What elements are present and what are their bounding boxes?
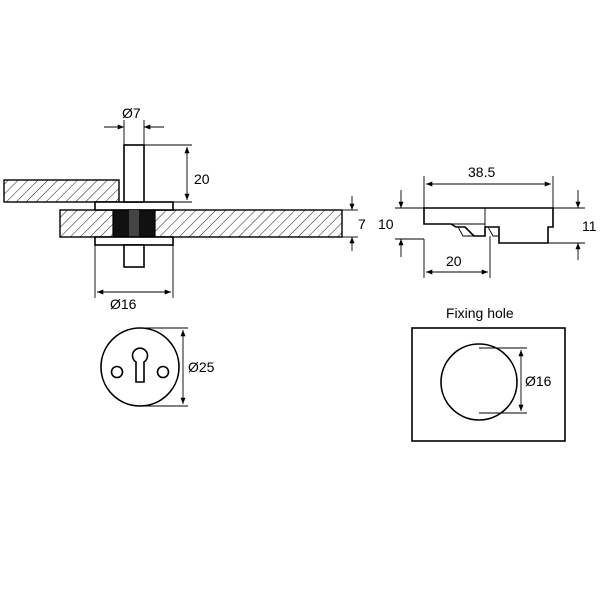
cap-diameter-label: Ø25 (188, 359, 215, 375)
side-height-right-label: 11 (582, 218, 597, 234)
fixing-hole-title: Fixing hole (446, 305, 514, 321)
insert-core (129, 210, 139, 237)
side-offset-label: 20 (446, 253, 462, 269)
bottom-washer (94, 236, 174, 246)
side-height-left-label: 10 (378, 216, 394, 232)
section-view: Ø7 20 7 Ø16 (3, 105, 366, 312)
side-view: 38.5 10 11 20 (378, 164, 597, 278)
pin-diameter-label: Ø7 (122, 105, 141, 121)
upper-panel (3, 179, 120, 203)
side-body (423, 207, 554, 244)
cap-right-hole (156, 365, 170, 379)
cap-top-view: Ø25 (100, 327, 215, 407)
lower-panel (59, 209, 343, 238)
side-length-label: 38.5 (468, 164, 495, 180)
fixing-hole-circle (440, 343, 518, 421)
pin-upper (123, 144, 145, 203)
pin-lower (123, 244, 145, 268)
base-diameter-label: Ø16 (110, 296, 137, 312)
cap-left-hole (110, 365, 124, 379)
pin-height-label: 20 (194, 171, 210, 187)
top-washer (94, 201, 174, 211)
keyhole-slot (131, 347, 149, 383)
panel-thickness-label: 7 (358, 216, 366, 232)
fixing-hole-view: Fixing hole Ø16 (411, 305, 566, 442)
hole-diameter-label: Ø16 (525, 373, 552, 389)
